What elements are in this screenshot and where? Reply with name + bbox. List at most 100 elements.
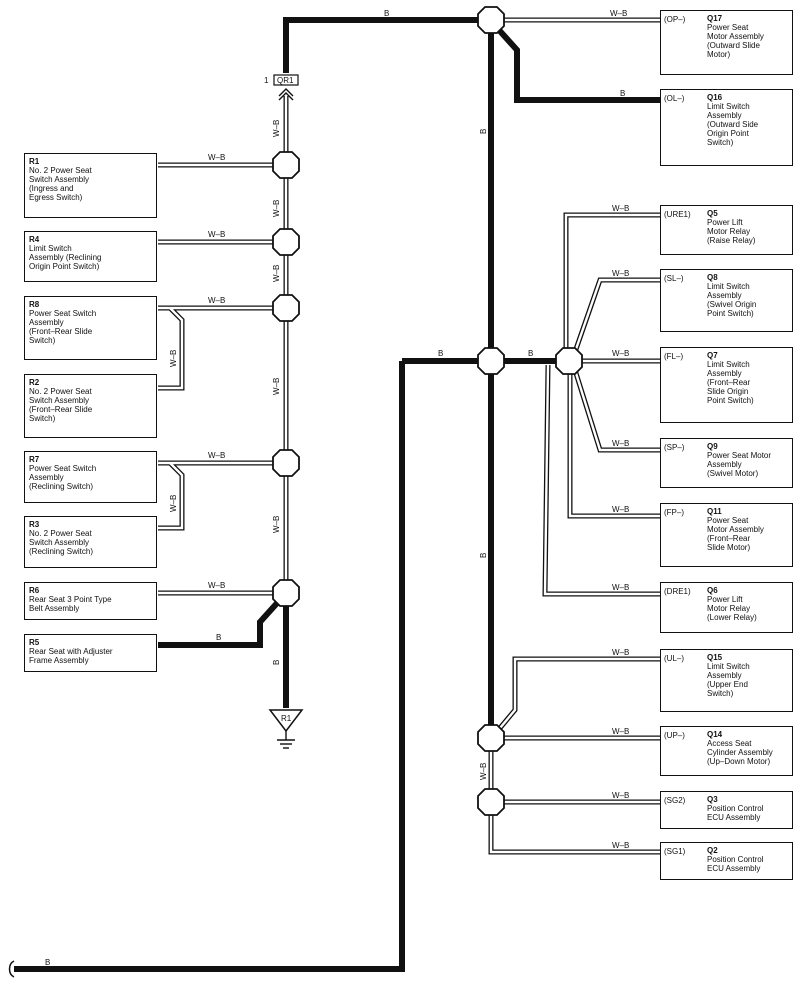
wire-label-b: B <box>216 633 221 642</box>
component-r5: R5 Rear Seat with Adjuster Frame Assembl… <box>24 634 157 672</box>
component-code: Q9 <box>707 442 718 451</box>
wire-label-b: B <box>620 89 625 98</box>
junction <box>477 724 505 752</box>
junction <box>555 347 583 375</box>
component-pin: (FP–) <box>664 508 684 517</box>
wire-label-wb: W–B <box>272 120 281 137</box>
component-description: Rear Seat 3 Point Type Belt Assembly <box>29 595 112 613</box>
wire-label-wb: W–B <box>272 265 281 282</box>
junction <box>272 294 300 322</box>
component-code: Q16 <box>707 93 723 102</box>
wire-label-b: B <box>438 349 443 358</box>
component-q11: (FP–) Q11 Power Seat Motor Assembly (Fro… <box>660 503 793 567</box>
component-code: Q7 <box>707 351 718 360</box>
component-description: Power Seat Switch Assembly (Front–Rear S… <box>29 309 97 345</box>
component-r8: R8 Power Seat Switch Assembly (Front–Rea… <box>24 296 157 360</box>
component-description: Rear Seat with Adjuster Frame Assembly <box>29 647 113 665</box>
wire-label-wb: W–B <box>612 269 629 278</box>
wire-label-wb: W–B <box>479 763 488 780</box>
component-code: R3 <box>29 520 40 529</box>
component-q15: (UL–) Q15 Limit Switch Assembly (Upper E… <box>660 649 793 712</box>
component-pin: (UL–) <box>664 654 685 663</box>
component-q6: (DRE1) Q6 Power Lift Motor Relay (Lower … <box>660 582 793 633</box>
component-pin: (SL–) <box>664 274 684 283</box>
component-code: Q11 <box>707 507 722 516</box>
component-description: Limit Switch Assembly (Front–Rear Slide … <box>707 360 754 405</box>
wire-labels: B W–B B W–B W–B W–B W–B W–B B B B B W–B … <box>45 9 629 967</box>
wire-label-wb: W–B <box>612 349 629 358</box>
component-code: R7 <box>29 455 40 464</box>
component-r7: R7 Power Seat Switch Assembly (Reclining… <box>24 451 157 503</box>
component-q9: (SP–) Q9 Power Seat Motor Assembly (Swiv… <box>660 438 793 488</box>
component-code: R5 <box>29 638 40 647</box>
component-description: Limit Switch Assembly (Upper End Switch) <box>707 662 750 698</box>
component-pin: (DRE1) <box>664 587 691 596</box>
component-description: Position Control ECU Assembly <box>707 855 764 873</box>
wire-label-wb: W–B <box>612 439 629 448</box>
wire-label-wb: W–B <box>610 9 627 18</box>
junction <box>272 579 300 607</box>
wire-label-wb: W–B <box>272 200 281 217</box>
component-description: Limit Switch Assembly (Reclining Origin … <box>29 244 102 271</box>
component-r1: R1 No. 2 Power Seat Switch Assembly (Ing… <box>24 153 157 218</box>
junction <box>272 228 300 256</box>
component-code: R6 <box>29 586 40 595</box>
component-pin: (URE1) <box>664 210 691 219</box>
junction <box>272 151 300 179</box>
component-q8: (SL–) Q8 Limit Switch Assembly (Swivel O… <box>660 269 793 332</box>
wire-label-b: B <box>479 553 488 558</box>
component-q5: (URE1) Q5 Power Lift Motor Relay (Raise … <box>660 205 793 255</box>
component-pin: (FL–) <box>664 352 684 361</box>
wire-label-wb: W–B <box>612 648 629 657</box>
component-q16: (OL–) Q16 Limit Switch Assembly (Outward… <box>660 89 793 166</box>
component-description: No. 2 Power Seat Switch Assembly (Ingres… <box>29 166 92 202</box>
component-description: Limit Switch Assembly (Outward Side Orig… <box>707 102 759 147</box>
junction <box>477 788 505 816</box>
component-pin: (SG2) <box>664 796 686 805</box>
wire-label-b: B <box>45 958 50 967</box>
wire-label-wb: W–B <box>272 516 281 533</box>
component-code: Q14 <box>707 730 723 739</box>
wire-break-mark <box>8 960 15 978</box>
wire-label-wb: W–B <box>169 495 178 512</box>
junctions <box>272 6 583 816</box>
wire-label-wb: W–B <box>272 378 281 395</box>
wire-label-wb: W–B <box>208 296 225 305</box>
wire-label-wb: W–B <box>208 581 225 590</box>
ground-r1: R1 <box>268 709 304 749</box>
component-q3: (SG2) Q3 Position Control ECU Assembly <box>660 791 793 829</box>
wire-label-b: B <box>272 660 281 665</box>
component-code: Q8 <box>707 273 718 282</box>
ground-r1-name: R1 <box>281 714 292 723</box>
component-description: Access Seat Cylinder Assembly (Up–Down M… <box>707 739 773 766</box>
component-description: Power Seat Switch Assembly (Reclining Sw… <box>29 464 97 491</box>
component-description: Position Control ECU Assembly <box>707 804 764 822</box>
component-description: No. 2 Power Seat Switch Assembly (Reclin… <box>29 529 94 556</box>
wire-label-wb: W–B <box>612 727 629 736</box>
component-code: R8 <box>29 300 40 309</box>
wire-label-b: B <box>528 349 533 358</box>
wire-label-wb: W–B <box>208 230 225 239</box>
component-code: R2 <box>29 378 40 387</box>
wire-label-wb: W–B <box>169 350 178 367</box>
component-q17: (OP–) Q17 Power Seat Motor Assembly (Out… <box>660 10 793 75</box>
component-code: R4 <box>29 235 40 244</box>
junction <box>477 6 505 34</box>
component-pin: (OL–) <box>664 94 685 103</box>
component-description: Power Seat Motor Assembly (Front–Rear Sl… <box>707 516 764 552</box>
wire-label-wb: W–B <box>208 451 225 460</box>
component-pin: (OP–) <box>664 15 686 24</box>
component-pin: (SP–) <box>664 443 685 452</box>
wire-label-wb: W–B <box>612 204 629 213</box>
component-description: Power Seat Motor Assembly (Swivel Motor) <box>707 451 772 478</box>
component-code: Q3 <box>707 795 718 804</box>
component-code: Q15 <box>707 653 723 662</box>
component-r2: R2 No. 2 Power Seat Switch Assembly (Fro… <box>24 374 157 438</box>
component-q14: (UP–) Q14 Access Seat Cylinder Assembly … <box>660 726 793 776</box>
component-code: Q2 <box>707 846 718 855</box>
wire-label-b: B <box>384 9 389 18</box>
component-q2: (SG1) Q2 Position Control ECU Assembly <box>660 842 793 880</box>
junction <box>477 347 505 375</box>
wb-wires <box>158 17 660 855</box>
